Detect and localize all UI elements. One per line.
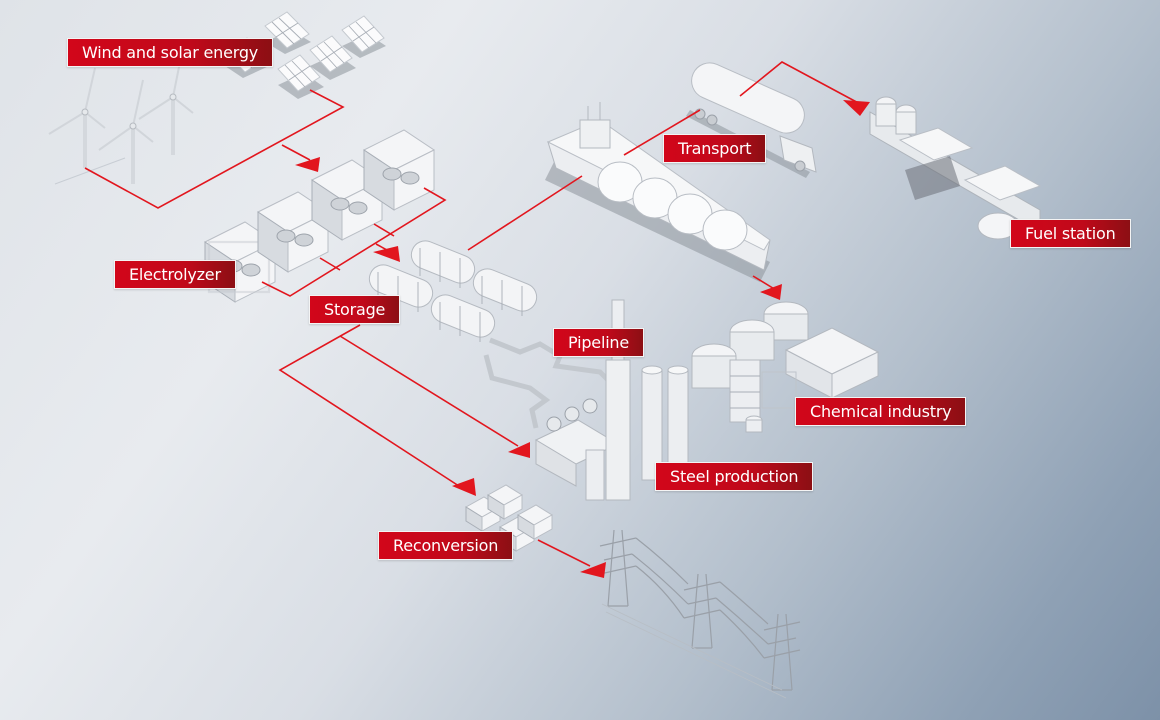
arrow-to-fuel-station — [843, 100, 870, 116]
label-transport: Transport — [663, 134, 767, 163]
label-chemical-industry: Chemical industry — [795, 397, 967, 426]
arrow-to-steel — [508, 442, 530, 458]
label-steel-production: Steel production — [655, 462, 814, 491]
flow-line-electrolyzer — [261, 187, 447, 297]
flow-line-storage-ship — [467, 175, 583, 251]
power-pylon-icon — [599, 529, 801, 699]
arrow-to-storage — [373, 246, 400, 262]
label-storage: Storage — [309, 295, 401, 324]
flow-line-storage-down — [278, 324, 463, 489]
arrow-to-reconversion — [452, 478, 476, 496]
label-pipeline: Pipeline — [553, 328, 645, 357]
fuel-station-icon — [869, 96, 1042, 240]
flow-line-transport — [623, 109, 701, 156]
label-electrolyzer: Electrolyzer — [114, 260, 236, 289]
label-wind-and-solar-energy: Wind and solar energy — [67, 38, 274, 67]
label-reconversion: Reconversion — [378, 531, 514, 560]
arrow-to-pylons — [580, 562, 606, 578]
flow-line-to-fuel-station — [739, 61, 865, 107]
arrow-to-electrolyzer — [295, 157, 320, 172]
label-fuel-station: Fuel station — [1010, 219, 1131, 248]
storage-tank-icon — [368, 240, 538, 342]
electrolyzer-icon — [204, 129, 435, 303]
flow-line-to-electrolyzer — [281, 144, 311, 161]
arrow-to-chemical — [760, 284, 782, 300]
wind-turbine-icon — [48, 56, 194, 185]
lng-ship-icon — [545, 102, 771, 282]
flow-line-wind — [84, 89, 345, 209]
chemical-plant-icon — [691, 301, 880, 433]
flow-lines — [84, 61, 870, 578]
